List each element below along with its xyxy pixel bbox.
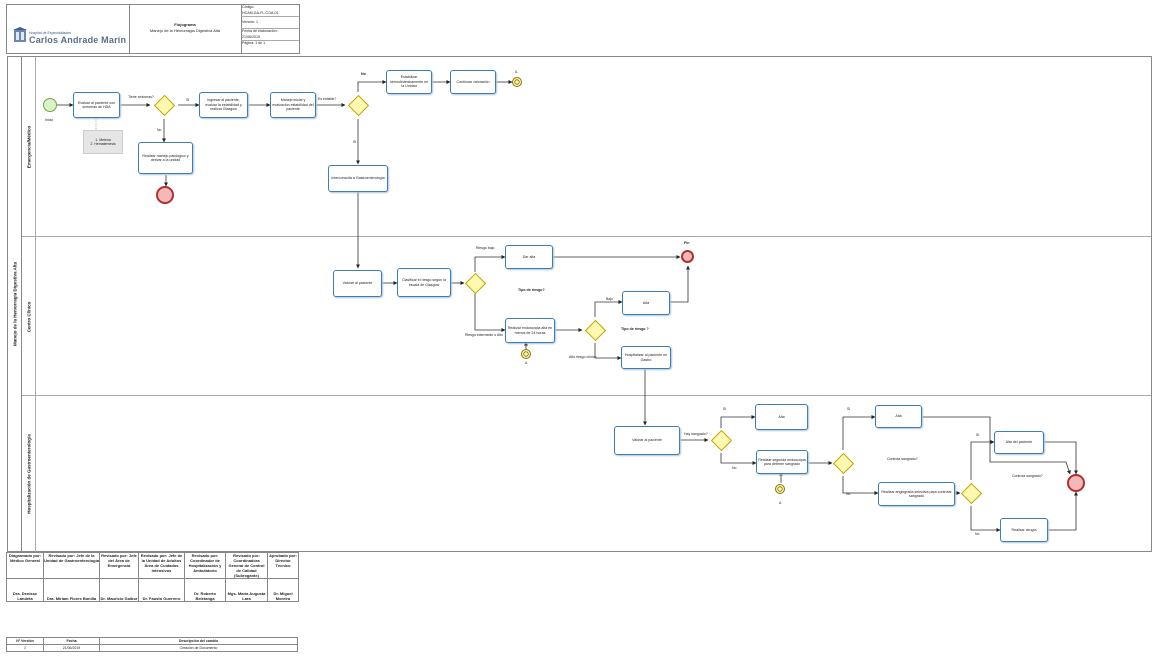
link-label-a-2: A <box>525 361 528 365</box>
task-valorar-paciente-2: Valorar al paciente <box>614 426 680 455</box>
signature-role: Revisado por: Jefe del Área de Emergenci… <box>99 552 139 579</box>
task-evaluar-paciente: Evaluar al paciente con síntomas de HDA <box>73 92 120 118</box>
note-sintomas: 1. Melena 2. Hematemesis <box>83 130 123 154</box>
task-manejo-patologico: Realizar manejo patológico y derivar a l… <box>138 142 193 174</box>
flow-label-riesgo-bajo: Riesgo bajo <box>476 246 495 250</box>
signature-role: Aprobado por: Director Técnico <box>267 552 299 579</box>
flow-label-no-sangrado: No <box>732 466 737 470</box>
date-header: Fecha <box>43 637 100 645</box>
gateway-label-tiene-sintomas: Tiene síntomas? <box>128 95 154 99</box>
signature-role: Revisado por: Coordinador de Hospitaliza… <box>184 552 226 579</box>
gateway-label-tipo-riesgo: Tipo de riesgo? <box>518 288 545 292</box>
signature-role: Revisado por: Jefe de la Unidad de Adult… <box>138 552 185 579</box>
task-valorar-paciente: Valorar al paciente <box>333 270 382 297</box>
flow-label-si-sangrado: Si <box>723 407 727 411</box>
gateway-label-es-estable: Es estable? <box>318 97 337 101</box>
task-alta-1: Alta <box>622 291 670 315</box>
lane-emergencia: Emergencia/Médico <box>22 57 1151 236</box>
doc-title: Manejo de la Hemorragia Digestiva Alta <box>149 28 221 33</box>
flow-label-si-estable: Si <box>353 140 357 144</box>
flow-label-no-estable: No <box>361 72 366 76</box>
link-event-a-3 <box>775 484 785 494</box>
task-clasificar-riesgo: Clasificar el riesgo según la escala de … <box>397 268 451 297</box>
date-value: 21/06/2019 <box>43 644 100 652</box>
link-event-a-2 <box>521 349 531 359</box>
link-label-a-3: A <box>779 501 782 505</box>
start-event <box>43 98 57 112</box>
version-table: N° Versión Fecha Descripción del cambio … <box>6 637 298 652</box>
doc-type: Flujograma <box>174 22 196 27</box>
task-angiografia: Realizar angiografía selectiva para cont… <box>878 482 955 506</box>
task-continuar-valoracion: Continuar valoración <box>450 70 496 94</box>
org-name: Carlos Andrade Marín <box>29 35 127 45</box>
pool-label: Manejo de la Hemorragia Digestiva Alta <box>8 57 22 551</box>
hospital-emblem-icon <box>13 27 27 42</box>
flow-label-si-controla-2: Si <box>976 433 980 437</box>
end-label-fin: Fin <box>684 241 690 245</box>
flow-label-no-controla-2: No <box>975 532 980 536</box>
date-value: 21/06/2019 <box>242 34 260 39</box>
end-event-1 <box>156 186 174 204</box>
version-label: Versión: 1 <box>241 17 299 30</box>
flow-label-alto-riesgo: Alto riesgo clínico <box>569 355 597 359</box>
swimlane-pool: Manejo de la Hemorragia Digestiva Alta E… <box>7 56 1152 552</box>
signature-name: Dr. Mauricio Gaibor <box>99 578 139 602</box>
signature-name: Dra. Denisse Landeta <box>6 578 44 602</box>
org-small-label: Hospital de Especialidades <box>29 31 72 35</box>
signature-table: Diagramado por: Médico General Revisado … <box>6 552 299 602</box>
task-alta-paciente: Alta del paciente <box>994 431 1044 454</box>
gateway-label-tipo-riesgo-2: Tipo de riesgo ? <box>621 327 649 331</box>
task-interconsulta: Interconsulta a Gastroenterología <box>328 165 388 192</box>
description-value: Creación de Documento <box>99 644 298 652</box>
version-value: 1 <box>6 644 44 652</box>
link-label-a-1: A <box>515 70 518 74</box>
code-value: HCAM-GA-FL-COA-01 <box>242 10 279 15</box>
gateway-label-controla-sangrado: Controla sangrado? <box>887 457 918 461</box>
task-estabilizar: Estabilizar hemodinámicamente en la Unid… <box>386 70 432 94</box>
task-alta-2: Alta <box>755 404 808 430</box>
signature-name: Dra. Miriam Flores Bonilla <box>43 578 100 602</box>
gateway-label-hay-sangrado: Hay sangrado? <box>684 432 708 436</box>
code-label: Código: <box>242 5 255 9</box>
task-alta-3: Alta <box>875 405 922 428</box>
lane-hospitalizacion: Hospitalización de Gastroenterología <box>22 395 1151 552</box>
flow-label-bajo: Bajo <box>606 297 614 301</box>
task-realizar-cirugia: Realizar cirugía <box>1000 518 1048 542</box>
description-header: Descripción del cambio <box>99 637 298 645</box>
flow-label-no-controla: No <box>846 492 851 496</box>
task-hospitalizar: Hospitalizar al paciente en Gastro <box>621 346 671 369</box>
doc-meta: Código: HCAM-GA-FL-COA-01 Versión: 1 Fec… <box>241 5 299 53</box>
end-event-2 <box>1067 474 1085 492</box>
end-event-fin <box>681 250 694 263</box>
flow-label-si: Si <box>186 98 190 102</box>
signature-name: Dr. Fausto Guerrero <box>138 578 185 602</box>
signature-role: Revisado por: Coordinadora General de Co… <box>225 552 268 579</box>
task-ingresar-paciente: Ingresar al paciente, evaluar la estabil… <box>199 92 248 118</box>
task-segunda-endoscopia: Realizar segunda endoscopia para detener… <box>756 450 808 474</box>
signature-name: Dr. Miguel Moreira <box>267 578 299 602</box>
signature-name: Mgs. María Augusta Lara <box>225 578 268 602</box>
hospital-logo: Hospital de Especialidades Carlos Andrad… <box>7 5 130 53</box>
signature-role: Revisado por: Jefe de la Unidad de Gastr… <box>43 552 100 579</box>
flow-label-no: No <box>157 128 162 132</box>
flow-label-riesgo-alto: Riesgo intermedio o Alto <box>465 333 503 337</box>
gateway-label-controla-sangrado-2: Controla sangrado? <box>1012 474 1043 478</box>
signature-name: Dr. Roberto Beletanga <box>184 578 226 602</box>
task-endoscopia-alta: Realizar endoscopia alta en menos de 24 … <box>505 318 555 343</box>
date-label: Fecha de elaboración: <box>242 29 278 34</box>
start-label: Inicio <box>45 118 54 122</box>
lane-centro-clinico: Centro Clínico <box>22 236 1151 396</box>
signature-role: Diagramado por: Médico General <box>6 552 44 579</box>
version-header: N° Versión <box>6 637 44 645</box>
document-header: Hospital de Especialidades Carlos Andrad… <box>6 4 300 54</box>
task-dar-alta: Dar alta <box>505 245 553 269</box>
link-event-a-1 <box>512 77 522 87</box>
task-manejo-inicial: Manejo inicial y evaluación estabilidad … <box>270 92 316 118</box>
flow-label-si-controla: Si <box>847 407 851 411</box>
page-label: Página: 1 de 1 <box>242 41 266 46</box>
